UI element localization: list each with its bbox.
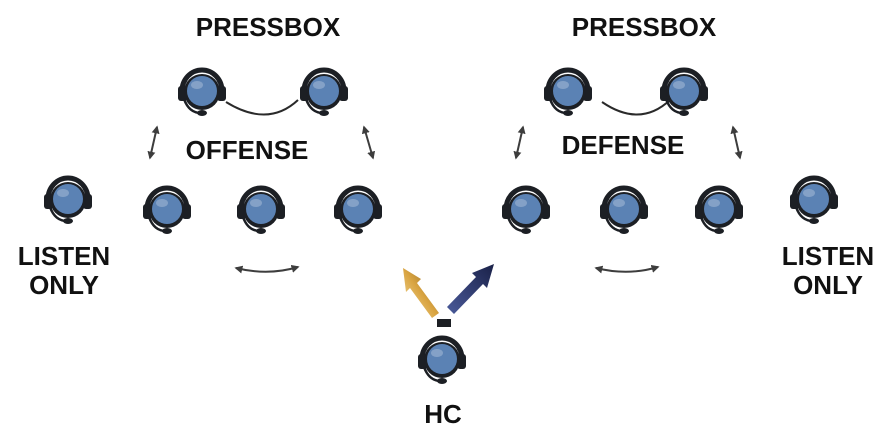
pressbox-right-label: PRESSBOX [571,12,717,42]
pressbox-left-label: PRESSBOX [195,12,341,42]
hc-to-offense-arrow [403,268,439,318]
offense-headset-1 [140,182,194,238]
offense-headset-2 [234,182,288,238]
hc-connector [437,319,451,327]
headset-icon [695,185,743,234]
headset-icon [178,67,226,116]
listen-only-right-label: LISTEN ONLY [772,242,882,300]
defense-right-double-arrow [730,125,743,160]
defense-headset-2 [597,182,651,238]
pressbox-offense-headset-2 [297,64,351,120]
pressbox-defense-headset-1 [541,64,595,120]
listen-only-left-line-1: LISTEN [17,241,111,271]
offense-label: OFFENSE [185,135,309,165]
offense-left-double-arrow [147,125,160,160]
hc-to-defense-arrow [447,264,494,314]
defense-headset-1 [499,182,553,238]
headset-icon [502,185,550,234]
headset-icon [790,175,838,224]
offense-right-double-arrow [361,125,376,160]
headset-icon [143,185,191,234]
pressbox-offense-headset-1 [175,64,229,120]
headset-icon [544,67,592,116]
hc-headset [415,332,469,388]
headset-icon [237,185,285,234]
defense-left-double-arrow [513,125,526,160]
hc-label: HC [424,399,462,429]
pressbox-defense-cable [601,99,671,116]
headset-icon [660,67,708,116]
headset-icon [44,175,92,224]
listen-only-right-line-2: ONLY [793,270,863,300]
listen-only-left-label: LISTEN ONLY [8,242,120,300]
listen-only-right-headset [787,172,841,228]
pressbox-offense-cable [225,99,299,116]
headset-icon [334,185,382,234]
headset-icon [300,67,348,116]
listen-only-left-line-2: ONLY [29,270,99,300]
listen-only-left-headset [41,172,95,228]
offense-headset-3 [331,182,385,238]
pressbox-defense-headset-2 [657,64,711,120]
defense-headset-3 [692,182,746,238]
defense-label: DEFENSE [561,130,685,160]
defense-bottom-double-arrow [594,265,660,274]
headset-icon [418,335,466,384]
listen-only-right-line-1: LISTEN [781,241,875,271]
offense-bottom-double-arrow [234,265,300,274]
headset-icon [600,185,648,234]
